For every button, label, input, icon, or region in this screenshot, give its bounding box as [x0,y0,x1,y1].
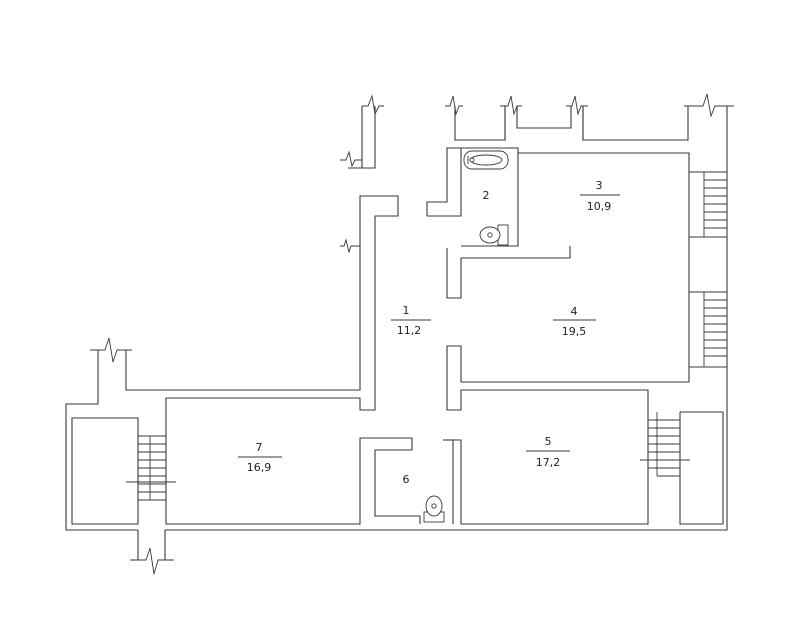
room-number: 5 [545,435,552,448]
bathtub-icon [463,150,509,170]
room-label-5: 5 17,2 [526,435,570,469]
room-number: 7 [256,441,263,454]
room-label-3: 3 10,9 [580,179,620,213]
stairs [126,171,727,501]
room-number: 4 [571,305,578,318]
room-number: 3 [596,179,603,192]
room-area: 16,9 [247,461,272,474]
room-label-6: 6 [403,473,410,486]
room-label-4: 4 19,5 [553,305,596,338]
room-number: 2 [483,189,490,202]
room-label-2: 2 [483,189,490,202]
room-area: 19,5 [562,325,587,338]
room-number: 1 [403,304,410,317]
room-label-1: 1 11,2 [391,304,431,337]
break-lines [90,93,734,575]
room-area: 10,9 [587,200,612,213]
room-area: 11,2 [397,324,422,337]
room-label-7: 7 16,9 [238,441,282,474]
outer-walls [65,106,728,560]
room-area: 17,2 [536,456,561,469]
toilet-icon [479,224,509,246]
toilet-icon-room-6 [423,495,445,523]
room-number: 6 [403,473,410,486]
interior-walls [71,147,724,525]
